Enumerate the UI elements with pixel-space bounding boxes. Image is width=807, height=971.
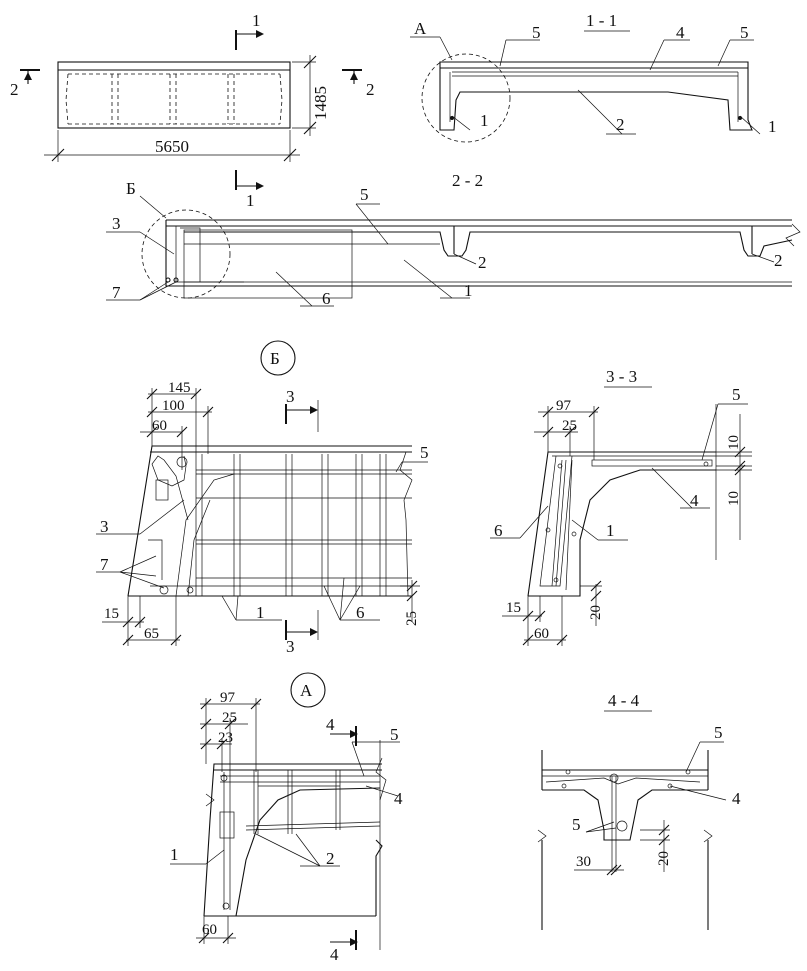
dim-60-A: 60	[202, 922, 217, 938]
dim-25-s33: 25	[562, 418, 577, 434]
section-title-4-4: 4 - 4	[608, 691, 640, 710]
dim-20-c: 20	[656, 851, 672, 866]
dim-97-s33: 97	[556, 398, 572, 414]
mark-2: 2	[616, 115, 625, 134]
dim-10-b: 10	[726, 491, 742, 506]
cut-mark-2-left: 2	[10, 80, 19, 99]
dim-60-b: 60	[152, 418, 167, 434]
mark-5-s44-a: 5	[714, 723, 723, 742]
rebar-cage	[150, 454, 412, 597]
detail-A: А 97 25 23 60 4	[170, 672, 403, 964]
section-1-1: 1 - 1 А 5 4 5 2 1 1	[410, 11, 777, 143]
section-3-3: 3 - 3 97 25 10 10 15	[490, 367, 752, 646]
callout-B: Б	[126, 179, 136, 198]
section-title-1-1: 1 - 1	[586, 11, 617, 30]
mark-2-sec22-a: 2	[478, 253, 487, 272]
mark-5-detA: 5	[390, 725, 399, 744]
mark-7-detB: 7	[100, 555, 109, 574]
plan-view: 5650 1485 1 1 2 2	[10, 11, 375, 210]
dim-65: 65	[144, 626, 159, 642]
dim-25-b: 25	[404, 611, 420, 626]
dim-15-b: 15	[104, 606, 119, 622]
dim-97-A: 97	[220, 690, 236, 706]
mark-5-a: 5	[532, 23, 541, 42]
mark-2-detA: 2	[326, 849, 335, 868]
mark-7-sec22: 7	[112, 283, 121, 302]
cut-mark-4-bottom: 4	[330, 945, 339, 964]
mark-4-detA: 4	[394, 789, 403, 808]
callout-A: А	[414, 19, 427, 38]
mark-1-detB: 1	[256, 603, 265, 622]
dim-25-A: 25	[222, 710, 237, 726]
section-title-3-3: 3 - 3	[606, 367, 637, 386]
detail-A-title: А	[300, 681, 313, 700]
dim-100: 100	[162, 398, 185, 414]
dim-30: 30	[576, 854, 591, 870]
dim-20-s33: 20	[588, 605, 604, 620]
dim-15-s33: 15	[506, 600, 521, 616]
mark-3-detB: 3	[100, 517, 109, 536]
mark-4-s33: 4	[690, 491, 699, 510]
mark-6-s33: 6	[494, 521, 503, 540]
cut-mark-1-top: 1	[252, 11, 261, 30]
detail-B: Б 145 100 60	[96, 340, 429, 656]
dim-23-A: 23	[218, 730, 233, 746]
mark-6-sec22: 6	[322, 289, 331, 308]
mark-1-detA: 1	[170, 845, 179, 864]
mark-1-a: 1	[480, 111, 489, 130]
detail-B-title: Б	[270, 349, 280, 368]
dim-10-a: 10	[726, 435, 742, 450]
mark-1-s33: 1	[606, 521, 615, 540]
cut-mark-2-right: 2	[366, 80, 375, 99]
mark-2-sec22-b: 2	[774, 251, 783, 270]
cut-mark-1-bottom: 1	[246, 191, 255, 210]
cut-mark-3-top: 3	[286, 387, 295, 406]
cut-mark-4-top: 4	[326, 715, 335, 734]
cut-mark-3-bottom: 3	[286, 637, 295, 656]
mark-4: 4	[676, 23, 685, 42]
dim-height: 1485	[311, 86, 330, 120]
mark-5-s33: 5	[732, 385, 741, 404]
dim-length: 5650	[155, 137, 189, 156]
section-title-2-2: 2 - 2	[452, 171, 483, 190]
mark-6-detB: 6	[356, 603, 365, 622]
dim-145: 145	[168, 380, 191, 396]
dim-60-s33: 60	[534, 626, 549, 642]
section-2-2: 2 - 2 Б 3 7 5 2 2 1	[106, 171, 801, 308]
mark-5-sec22: 5	[360, 185, 369, 204]
mark-4-s44: 4	[732, 789, 741, 808]
mark-1-sec22: 1	[464, 281, 473, 300]
mark-3-sec22: 3	[112, 214, 121, 233]
mark-5-detB: 5	[420, 443, 429, 462]
mark-5-s44-b: 5	[572, 815, 581, 834]
mark-1-b: 1	[768, 117, 777, 136]
mark-5-b: 5	[740, 23, 749, 42]
section-4-4: 4 - 4 30 20 5 4 5	[537, 691, 741, 930]
